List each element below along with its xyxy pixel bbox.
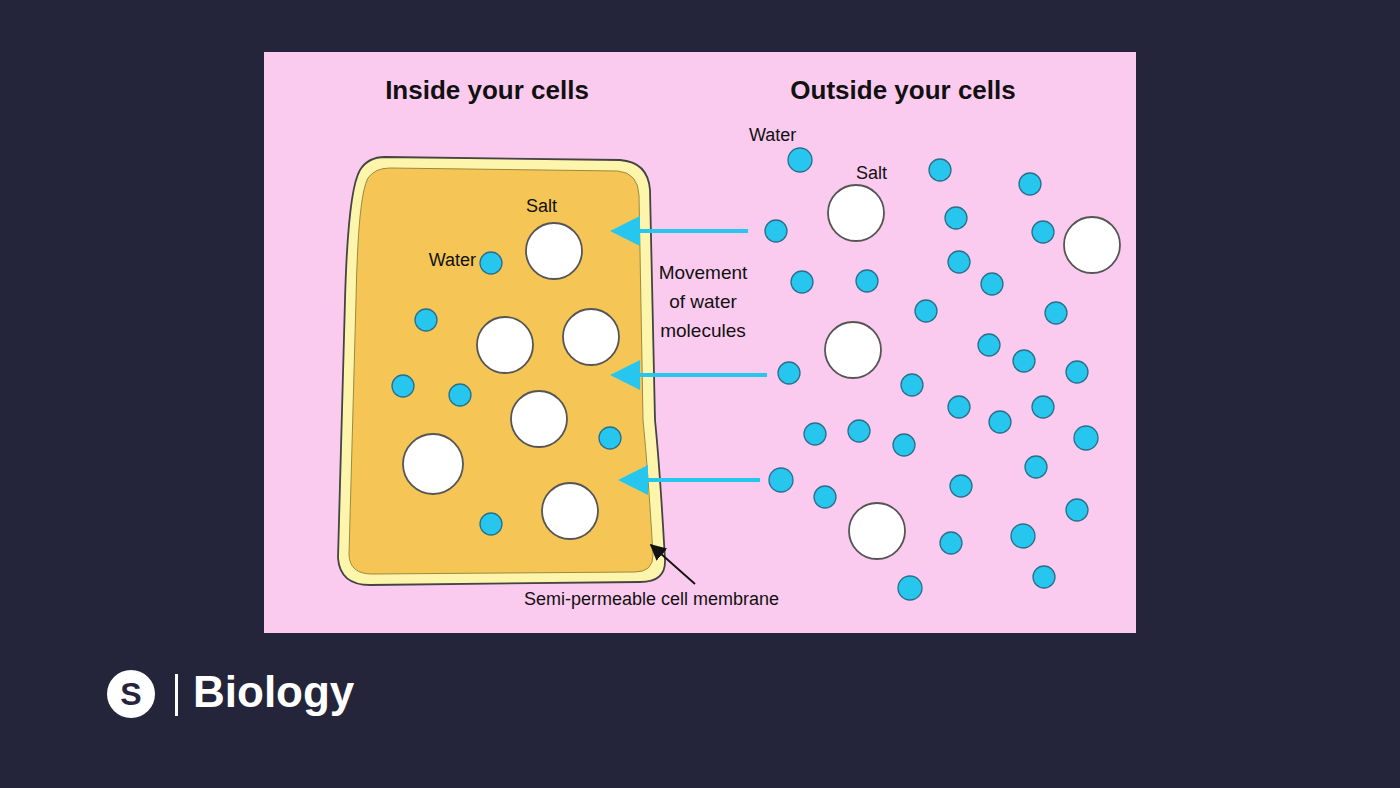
particle-label: Salt [856,163,916,185]
subject-label: Biology [193,666,433,719]
water-movement-arrows [610,216,767,495]
logo-letter: S [107,670,155,718]
logo-separator [175,674,178,716]
water-particles [392,148,1098,600]
leader-line [651,545,695,584]
panel-background [264,52,1136,633]
particle-label: Water [749,125,819,147]
cell-cytoplasm [349,168,653,574]
particle-label: Salt [526,196,586,218]
membrane-label: Semi-permeable cell membrane [524,589,854,611]
arrow-caption: Movement of water molecules [653,258,753,345]
panel-heading: Inside your cells [330,75,644,106]
logo-circle [107,670,155,718]
particle-label: Water [400,250,476,272]
salt-particles [403,185,1120,559]
panel-heading: Outside your cells [740,75,1066,106]
cell-membrane [338,157,665,585]
